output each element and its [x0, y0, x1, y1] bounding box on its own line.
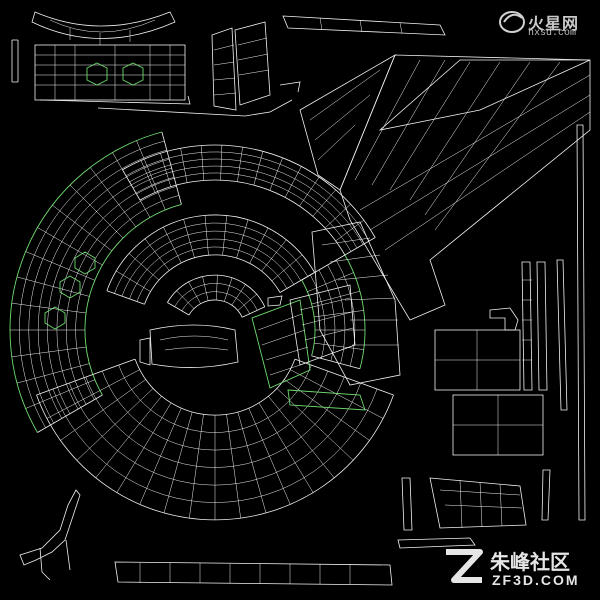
uv-shell-outer-top — [122, 144, 376, 256]
uv-shell-rect-panels — [434, 307, 544, 456]
zf3d-logo-icon — [446, 549, 483, 583]
uv-shell-hex-column — [44, 251, 96, 330]
uv-shell-radial-group — [9, 131, 394, 521]
uv-shell-diagonal-wing — [299, 54, 591, 321]
uv-shell-bottom-right — [397, 477, 527, 549]
uv-shell-small-strips — [97, 15, 446, 117]
watermark-zf3d: 朱峰社区 ZF3D.COM — [440, 544, 590, 594]
uv-shell-bottom-branches — [19, 489, 393, 586]
uv-shell-inner-arc — [167, 274, 266, 318]
watermark-hxsd-url: hxsd.com — [528, 28, 577, 39]
uv-shell-top-arch — [31, 11, 176, 45]
uv-shell-outer-left — [9, 131, 182, 433]
watermark-hxsd-brand: 火星网 — [528, 14, 580, 33]
uv-shell-right-arc — [301, 254, 366, 370]
watermark-zf3d-url: ZF3D.COM — [492, 572, 580, 588]
uv-shell-hex-panel — [11, 39, 191, 105]
watermark-hxsd: 火星网 hxsd.com — [498, 8, 590, 42]
uv-shell-bottom-fan — [36, 358, 394, 521]
uv-shell-center-pieces — [139, 221, 401, 411]
watermark-zf3d-brand: 朱峰社区 — [490, 550, 570, 574]
uv-shell-mid-ring — [106, 214, 315, 305]
uv-shell-right-strips — [521, 124, 586, 521]
hxsd-logo-icon — [499, 11, 525, 33]
